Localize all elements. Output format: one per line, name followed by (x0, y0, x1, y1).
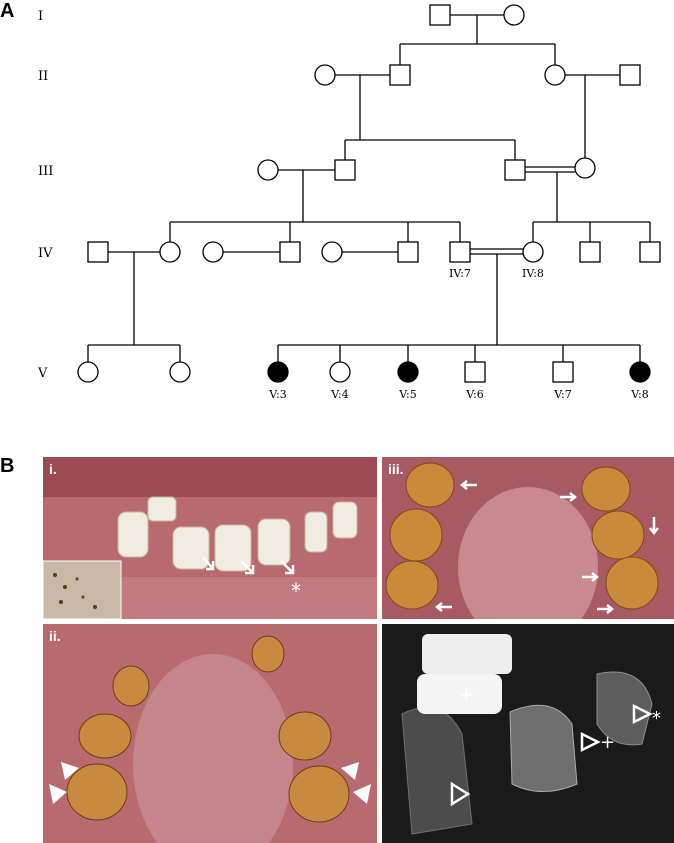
IV-7-male (449, 241, 471, 263)
dental-radiograph: + + * (382, 624, 674, 843)
label-v8: V:8 (630, 388, 649, 401)
V-6-male (464, 361, 486, 383)
II-3-female (544, 64, 566, 86)
generation-V: V (37, 366, 48, 381)
generation-IV: IV (38, 246, 53, 261)
IV-6-male (397, 241, 419, 263)
label-v7: V:7 (553, 388, 572, 401)
generation-II: II (38, 69, 48, 84)
IV-2-female (159, 241, 181, 263)
photo-ii-label: ii. (49, 628, 61, 644)
III-2-male (334, 159, 356, 181)
I-1-male (429, 4, 451, 26)
V-5-affected-female (397, 361, 419, 383)
II-1-female (314, 64, 336, 86)
dental-photo-ii: ii. (43, 624, 377, 843)
photo-i-label: i. (49, 461, 57, 477)
label-iv8: IV:8 (522, 267, 544, 280)
plus-marker-crown: + (458, 682, 475, 706)
pedigree-chart: I II III IV V IV:7 IV:8 V:3 V:4 V:5 V:6 … (37, 4, 661, 401)
IV-9-male (579, 241, 601, 263)
asterisk-marker-radiograph: * (652, 708, 661, 729)
generation-I: I (38, 9, 43, 24)
IV-1-male (87, 241, 109, 263)
III-4-female (574, 157, 596, 179)
label-v5: V:5 (398, 388, 417, 401)
II-2-male (389, 64, 411, 86)
label-v4: V:4 (330, 388, 349, 401)
asterisk-marker: * (291, 579, 301, 603)
panel-a-label: A (0, 0, 15, 22)
III-3-male (504, 159, 526, 181)
IV-5-female (321, 241, 343, 263)
III-1-female (257, 159, 279, 181)
panel-b-label: B (0, 455, 15, 477)
V-1-female (77, 361, 99, 383)
V-3-affected-female (267, 361, 289, 383)
plus-marker-tooth: + (600, 732, 616, 753)
II-4-male (619, 64, 641, 86)
I-2-female (503, 4, 525, 26)
label-v6: V:6 (465, 388, 484, 401)
V-4-female (329, 361, 351, 383)
dental-photo-iii: iii. (382, 457, 674, 619)
IV-3-female (202, 241, 224, 263)
IV-8-female (522, 241, 544, 263)
label-v3: V:3 (268, 388, 287, 401)
dental-photo-i: i. * (43, 457, 377, 619)
IV-10-male (639, 241, 661, 263)
photo-iii-label: iii. (388, 461, 404, 477)
V-7-male (552, 361, 574, 383)
V-2-female (169, 361, 191, 383)
V-8-affected-female (629, 361, 651, 383)
label-iv7: IV:7 (449, 267, 471, 280)
generation-III: III (38, 164, 53, 179)
IV-4-male (279, 241, 301, 263)
